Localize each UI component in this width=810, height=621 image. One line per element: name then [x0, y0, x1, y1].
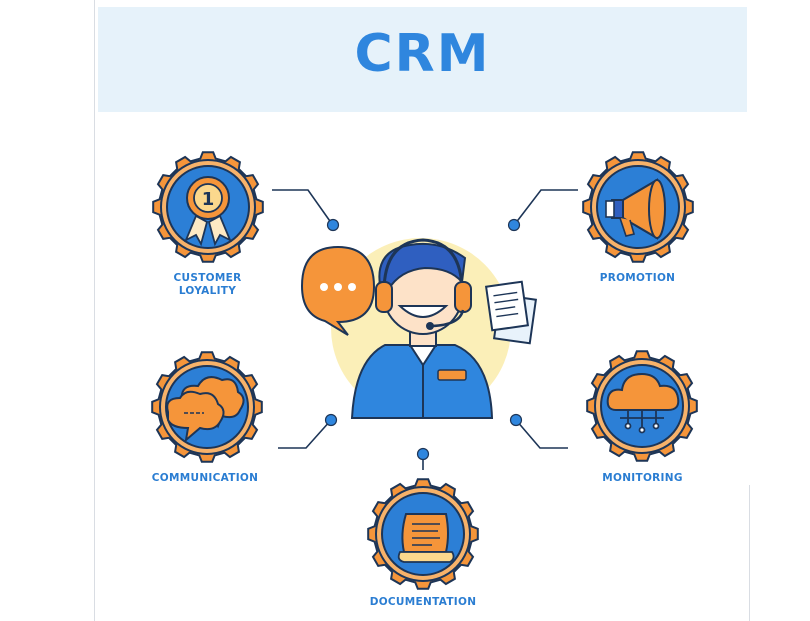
- documents-icon: [484, 280, 538, 345]
- cloud-network-icon: [606, 372, 680, 434]
- page-title: CRM: [354, 24, 491, 84]
- support-agent-illustration: [331, 238, 511, 419]
- chat-bubble-icon: [300, 245, 376, 336]
- award-badge-number: 1: [202, 189, 215, 210]
- frame-right-border: [749, 485, 750, 621]
- scroll-document-icon: [397, 513, 455, 563]
- speech-clouds-icon: [166, 376, 245, 443]
- label-customer-loyalty-line2: LOYALITY: [178, 285, 237, 297]
- connector-lines: [272, 189, 578, 470]
- title-banner: [98, 7, 747, 112]
- label-promotion: PROMOTION: [599, 272, 676, 284]
- megaphone-icon: [605, 178, 666, 240]
- label-customer-loyalty-line1: CUSTOMER: [173, 272, 242, 284]
- connector-dots: [324, 218, 523, 461]
- label-customer-loyalty: CUSTOMER LOYALITY: [150, 272, 265, 298]
- label-communication: COMMUNICATION: [151, 472, 259, 484]
- award-ribbon-icon: [184, 176, 232, 247]
- label-documentation: DOCUMENTATION: [369, 596, 477, 608]
- frame-left-border: [94, 0, 95, 621]
- label-monitoring: MONITORING: [602, 472, 683, 484]
